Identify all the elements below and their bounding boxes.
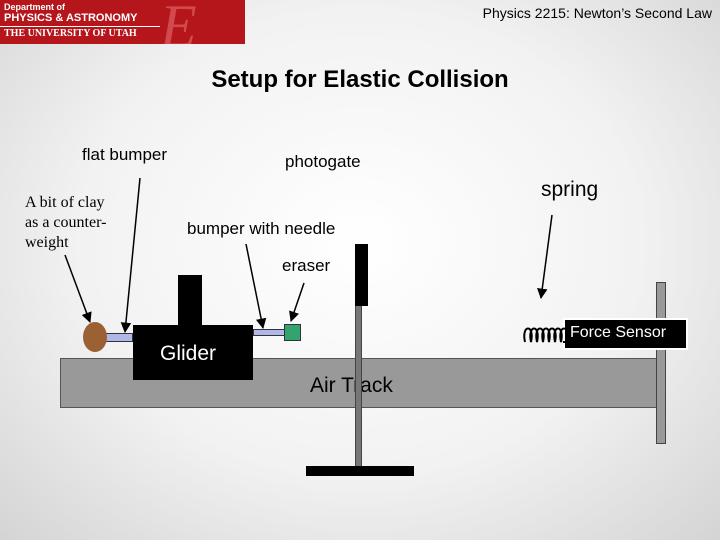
label-flat-bumper: flat bumper [82,145,168,164]
glider [133,325,253,380]
label-bumper-with-needle: bumper with needle [187,219,336,238]
glider-label: Glider [160,342,217,365]
track-end-post [656,282,666,444]
label-spring: spring [541,178,599,201]
force-sensor-label: Force Sensor [570,324,667,341]
logo-university: THE UNIVERSITY OF UTAH [4,28,137,39]
arrow-clay [64,254,92,323]
force-sensor [563,318,688,350]
course-header: Physics 2215: Newton’s Second Law [482,5,712,21]
photogate-base [306,466,414,476]
label-clay-line2: as a counter- [25,214,107,231]
label-clay-line3: weight [25,234,69,251]
logo-mark: E [160,0,197,44]
university-logo: Department of PHYSICS & ASTRONOMY THE UN… [0,0,245,44]
clay-counterweight [83,322,107,352]
label-clay-counterweight: A bit of clay as a counter- weight [25,193,106,253]
arrow-flat-bumper [120,177,141,334]
slide-title: Setup for Elastic Collision [211,66,509,93]
logo-department: Department of [4,2,66,12]
logo-divider [0,26,160,27]
photogate-head [355,244,368,306]
label-clay-line1: A bit of clay [25,194,105,211]
logo-physics-astronomy: PHYSICS & ASTRONOMY [4,12,138,24]
eraser-block [284,324,301,341]
air-track-label: Air Track [310,374,393,397]
arrow-bumper-needle [245,243,267,330]
spring-coil [523,327,569,343]
label-photogate: photogate [285,152,361,171]
label-eraser: eraser [282,256,331,275]
glider-flag [178,275,202,325]
arrow-spring [537,214,553,300]
arrow-eraser [289,282,305,322]
